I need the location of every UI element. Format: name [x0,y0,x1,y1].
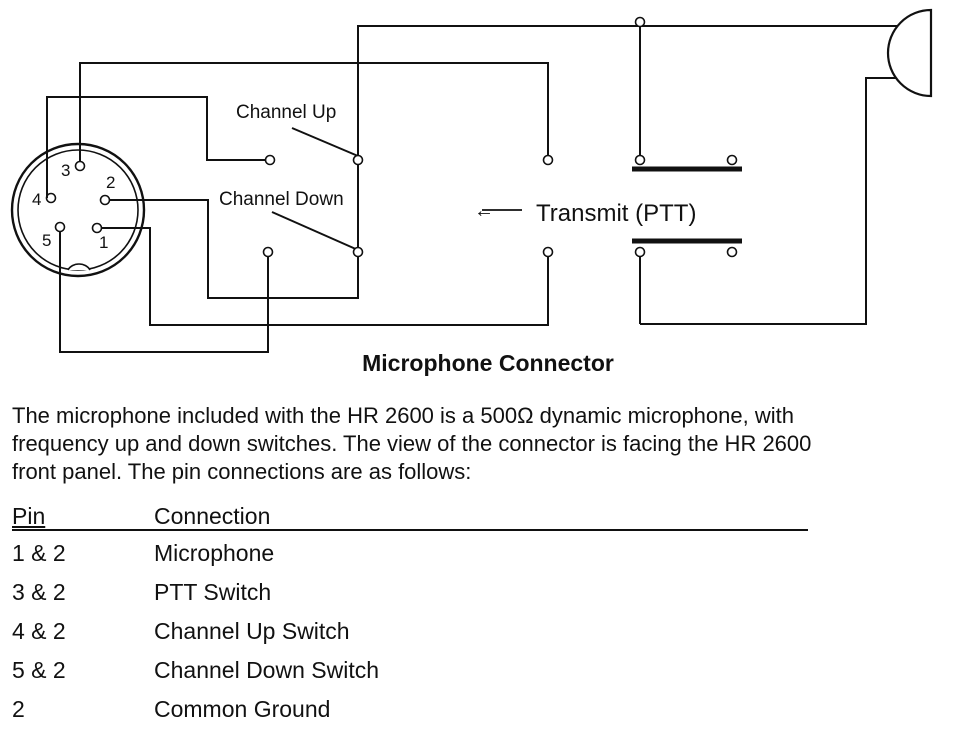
pin-1-label: 1 [99,233,108,252]
microphone-connector: 1 2 3 4 5 [10,142,146,278]
ptt-contact-bottom [542,246,554,258]
ptt-terminal-bottom-right [726,246,738,258]
description-line-2: frequency up and down switches. The view… [12,431,812,456]
pin-2-label: 2 [106,173,115,192]
channel-down-label: Channel Down [219,189,344,210]
diagram-caption: Microphone Connector [362,350,614,376]
channel-down-switch-blade [271,211,359,251]
channel-up-label: Channel Up [236,102,336,123]
table-row: 2 Common Ground [12,696,812,726]
transmit-arrow-head: ← [474,200,494,222]
ptt-terminal-top-left [634,154,646,166]
connection-cell: Microphone [154,540,275,566]
pin-cell: 5 & 2 [12,657,66,683]
channel-up-switch-blade [291,127,359,157]
pin-5-label: 5 [42,231,51,250]
pin-4-label: 4 [32,190,41,209]
description-paragraph: The microphone included with the HR 2600… [12,402,970,486]
connection-cell: Common Ground [154,696,331,722]
pin-1-terminal [91,222,103,234]
connection-cell: Channel Down Switch [154,657,380,683]
pin-cell: 1 & 2 [12,540,66,566]
channel-up-common [352,154,364,166]
pin-5-terminal [54,221,66,233]
connection-cell: Channel Up Switch [154,618,350,644]
wiring-diagram: 1 2 3 4 5 Channel Up Channel Down ← Tran… [10,8,933,353]
description-line-3: front panel. The pin connections are as … [12,459,472,484]
pin-3-terminal [74,160,86,172]
wire-pin-4 [46,96,266,198]
ptt-terminal-top-right [726,154,738,166]
junction-top [634,16,646,28]
table-row: 5 & 2 Channel Down Switch [12,657,812,687]
wire-pin-1 [101,227,549,326]
wire-common-top [357,25,931,156]
pin-cell: 3 & 2 [12,579,66,605]
pin-cell: 2 [12,696,25,722]
pin-column-header: Pin [12,503,46,529]
table-row: 1 & 2 Microphone [12,540,812,570]
wire-pin-5 [59,231,269,353]
wire-pin-2-common [109,199,359,299]
channel-down-common [352,246,364,258]
pin-3-label: 3 [61,161,70,180]
microphone-element-icon [886,8,933,98]
channel-up-contact [264,154,276,166]
transmit-label: Transmit (PTT) [536,200,696,227]
channel-down-contact [262,246,274,258]
ptt-contact-top [542,154,554,166]
connection-cell: PTT Switch [154,579,272,605]
pin-cell: 4 & 2 [12,618,66,644]
description-line-1: The microphone included with the HR 2600… [12,403,794,428]
pin-table-header: Pin Connection [12,503,808,531]
wire-pin-3 [79,62,549,162]
table-row: 3 & 2 PTT Switch [12,579,812,609]
ptt-terminal-bottom-left [634,246,646,258]
connection-column-header: Connection [154,503,271,529]
table-row: 4 & 2 Channel Up Switch [12,618,812,648]
pin-2-terminal [99,194,111,206]
